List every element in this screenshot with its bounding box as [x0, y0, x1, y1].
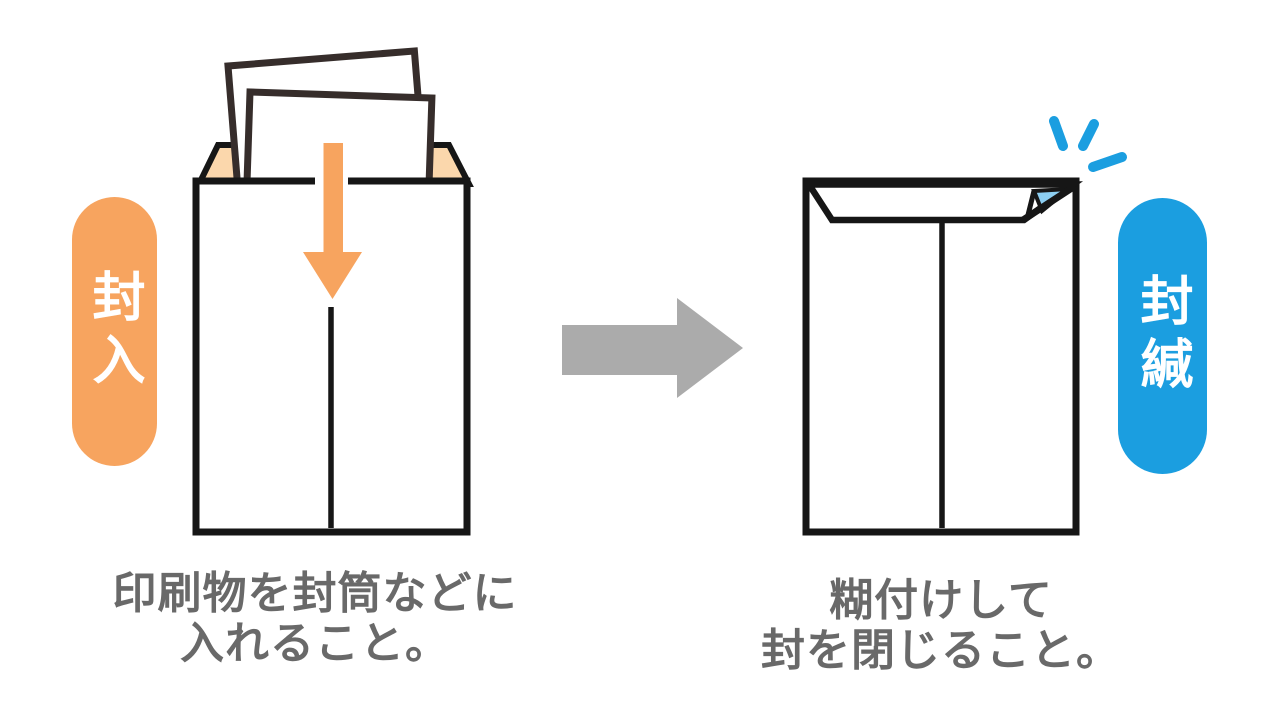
seal-step-caption-line1: 糊付けして [829, 575, 1053, 626]
insert-step-caption: 印刷物を封筒などに 入れること。 [40, 568, 590, 670]
seal-step-badge: 封緘 [1118, 198, 1207, 474]
insert-step-badge-label: 封入 [84, 268, 145, 395]
insert-step-caption-line2: 入れること。 [180, 618, 450, 670]
sealed-envelope-illustration [802, 116, 1127, 536]
down-arrow-icon [303, 143, 362, 299]
seal-step-caption-line2: 封を閉じること。 [761, 625, 1121, 677]
seal-step-badge-label: 封緘 [1132, 273, 1193, 399]
sparkle-icon [1049, 116, 1127, 172]
flap-fold-edge [1021, 183, 1077, 223]
seal-step-caption: 糊付けして 封を閉じること。 [666, 575, 1216, 677]
insert-step-badge: 封入 [72, 197, 157, 466]
insert-step-caption-line1: 印刷物を封筒などに [112, 568, 518, 619]
open-envelope-illustration [192, 47, 474, 536]
right-arrow-icon [562, 298, 743, 398]
